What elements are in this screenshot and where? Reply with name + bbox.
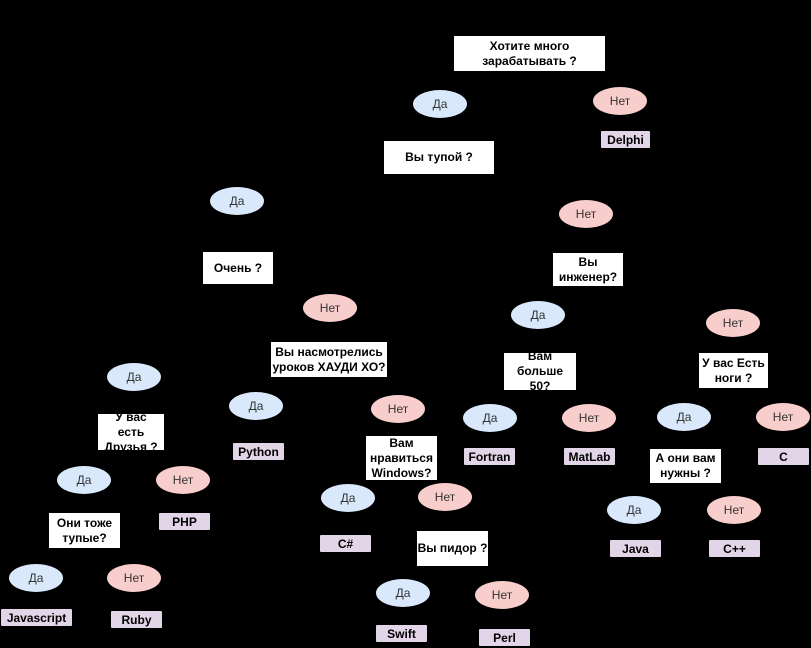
answer-yes: Да <box>56 465 112 495</box>
answer-no: Нет <box>558 199 614 229</box>
language-python: Python <box>232 442 285 461</box>
answer-yes: Да <box>228 391 284 421</box>
language-swift: Swift <box>375 624 428 643</box>
answer-no: Нет <box>561 403 617 433</box>
question-over-50: Вам больше 50? <box>503 349 577 393</box>
answer-yes: Да <box>462 403 518 433</box>
language-matlab: MatLab <box>563 447 616 466</box>
question-like-windows: Вам нравиться Windows? <box>365 435 438 481</box>
language-ruby: Ruby <box>110 610 163 629</box>
answer-no: Нет <box>302 293 358 323</box>
language-php: PHP <box>158 512 211 531</box>
language-perl: Perl <box>478 628 531 647</box>
question-need-them: А они вам нужны ? <box>649 448 722 484</box>
question-are-you-stupid: Вы тупой ? <box>383 140 495 175</box>
answer-yes: Да <box>510 300 566 330</box>
language-delphi: Delphi <box>600 130 651 149</box>
question-make-money: Хотите много зарабатывать ? <box>453 35 606 72</box>
language-c: C <box>757 447 810 466</box>
answer-yes: Да <box>412 89 468 119</box>
language-fortran: Fortran <box>463 447 516 466</box>
question-have-legs: У вас Есть ноги ? <box>698 352 769 389</box>
question-also-stupid: Они тоже тупые? <box>48 512 121 549</box>
language-cpp: C++ <box>708 539 761 558</box>
answer-no: Нет <box>106 563 162 593</box>
language-java: Java <box>609 539 662 558</box>
question-very: Очень ? <box>202 251 274 285</box>
answer-no: Нет <box>474 580 530 610</box>
answer-no: Нет <box>755 402 811 432</box>
answer-yes: Да <box>606 495 662 525</box>
question-gay: Вы пидор ? <box>416 530 489 567</box>
answer-no: Нет <box>370 394 426 424</box>
language-javascript: Javascript <box>0 608 73 627</box>
answer-yes: Да <box>656 402 712 432</box>
answer-yes: Да <box>320 483 376 513</box>
answer-no: Нет <box>706 495 762 525</box>
answer-yes: Да <box>8 563 64 593</box>
answer-no: Нет <box>592 86 648 116</box>
answer-no: Нет <box>155 465 211 495</box>
answer-yes: Да <box>375 578 431 608</box>
answer-no: Нет <box>417 482 473 512</box>
answer-yes: Да <box>106 362 162 392</box>
answer-no: Нет <box>705 308 761 338</box>
language-csharp: C# <box>319 534 372 553</box>
question-watched-haudi-ho: Вы насмотрелись уроков ХАУДИ ХО? <box>270 341 388 378</box>
question-engineer: Вы инженер? <box>552 252 624 287</box>
question-have-friends: У вас есть Друзья ? <box>97 410 165 454</box>
answer-yes: Да <box>209 186 265 216</box>
